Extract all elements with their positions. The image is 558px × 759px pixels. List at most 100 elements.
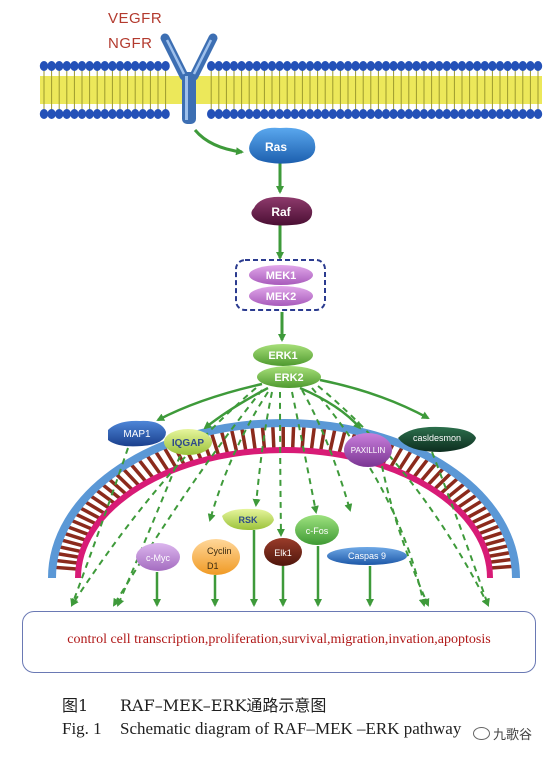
lipid-head — [229, 61, 239, 71]
cyclin-label: Cyclin — [207, 546, 232, 556]
nuclear-pore — [300, 423, 306, 451]
lipid-head — [374, 109, 383, 119]
lipid-head — [389, 61, 398, 71]
lipid-head — [351, 61, 360, 71]
nuclear-pore — [68, 517, 94, 532]
lipid-head — [366, 109, 375, 119]
ras-node: Ras — [249, 127, 316, 164]
dashed-signal-arrow — [381, 465, 430, 607]
nuclear-pore — [87, 493, 112, 511]
lipid-head — [77, 61, 87, 71]
lipid-head — [511, 109, 520, 119]
rsk-label: RSK — [238, 515, 258, 525]
watermark-text: 九歌谷 — [493, 728, 533, 743]
lipid-head — [275, 61, 284, 71]
nuclear-pore — [432, 470, 454, 492]
nuclear-pore — [404, 451, 423, 476]
lipid-head — [138, 61, 147, 71]
lipid-head — [85, 61, 94, 71]
lipid-head — [351, 109, 360, 119]
lipid-head — [77, 109, 87, 119]
dashed-signal-arrow — [311, 387, 427, 607]
nuclear-pore — [82, 498, 107, 516]
nuclear-pore — [120, 466, 142, 488]
cmyc-label: c-Myc — [146, 553, 170, 563]
lipid-head — [328, 109, 337, 119]
outcome-text: control cell transcription,proliferation… — [67, 632, 491, 647]
wechat-icon — [473, 727, 490, 740]
lipid-head — [108, 61, 117, 71]
ngfr-label: NGFR — [108, 35, 153, 52]
lipid-head — [62, 61, 71, 71]
lipid-head — [503, 61, 512, 71]
nuclear-pore — [152, 448, 171, 473]
dashed-signal-arrow — [116, 455, 181, 607]
lipid-head — [115, 61, 125, 71]
lipid-head — [131, 61, 140, 71]
nuclear-pore — [388, 444, 406, 470]
mek-complex-border — [235, 259, 326, 311]
nuclear-pore — [486, 550, 514, 559]
nuclear-pore — [318, 425, 327, 453]
lipid-head — [123, 109, 132, 119]
lipid-head — [138, 109, 147, 119]
receptor — [160, 33, 218, 124]
lipid-head — [283, 109, 292, 119]
nuclear-pore — [72, 511, 98, 526]
nuclear-pore — [411, 456, 431, 480]
lipid-head — [526, 61, 535, 71]
lipid-head — [442, 109, 451, 119]
lipid-head — [290, 61, 299, 71]
lipid-head — [115, 109, 125, 119]
dashed-signal-arrow — [276, 391, 285, 537]
lipid-head — [366, 61, 375, 71]
erk-to-paxillin-arrow — [299, 386, 362, 430]
caspase9-label: Caspas 9 — [348, 551, 386, 561]
nuclear-pore — [239, 425, 248, 453]
caption-en-number: Fig. 1 — [62, 719, 102, 738]
lipid-head — [153, 109, 163, 119]
lipid-head — [39, 109, 49, 119]
erk-to-caldesmon-arrow — [319, 378, 430, 420]
caption-cn-number: 图1 — [62, 696, 89, 715]
lipid-head — [336, 61, 345, 71]
nuclear-pore — [52, 565, 79, 571]
map1-label: MAP1 — [123, 429, 151, 440]
nuclear-pore — [128, 461, 149, 484]
lipid-head — [267, 109, 277, 119]
lipid-head — [321, 61, 330, 71]
erk1-node — [253, 344, 313, 366]
nuclear-pore — [229, 426, 239, 454]
lipid-head — [85, 109, 94, 119]
lipid-head — [427, 61, 436, 71]
nuclear-pore — [455, 492, 480, 510]
lipid-head — [495, 61, 505, 71]
mek1-label: MEK1 — [266, 270, 297, 282]
cfos-node: c-Fos — [295, 515, 339, 545]
dashed-signal-arrow — [317, 385, 489, 607]
lipid-head — [222, 109, 231, 119]
nuclear-pore — [488, 557, 515, 565]
lipid-head — [47, 109, 56, 119]
nuclear-pore — [484, 543, 512, 553]
lipid-head — [359, 109, 368, 119]
lipid-head — [465, 61, 474, 71]
lipid-head — [153, 61, 163, 71]
lipid-head — [313, 61, 322, 71]
raf-node: Raf — [251, 196, 313, 226]
erk-complex: ERK1 ERK2 — [253, 344, 321, 388]
lipid-head — [93, 109, 102, 119]
cmyc-node: c-Myc — [136, 543, 180, 571]
lipid-head — [412, 61, 421, 71]
lipid-head — [321, 109, 330, 119]
nuclear-pore — [144, 452, 163, 477]
dashed-signal-arrow — [207, 391, 269, 522]
lipid-head — [245, 61, 254, 71]
nuclear-pore — [53, 558, 80, 566]
dashed-signal-arrow — [112, 389, 263, 607]
watermark: 九歌谷 — [470, 724, 536, 743]
outcome-box: control cell transcription,proliferation… — [22, 611, 536, 673]
lipid-head — [131, 109, 140, 119]
cfos-label: c-Fos — [306, 526, 329, 536]
